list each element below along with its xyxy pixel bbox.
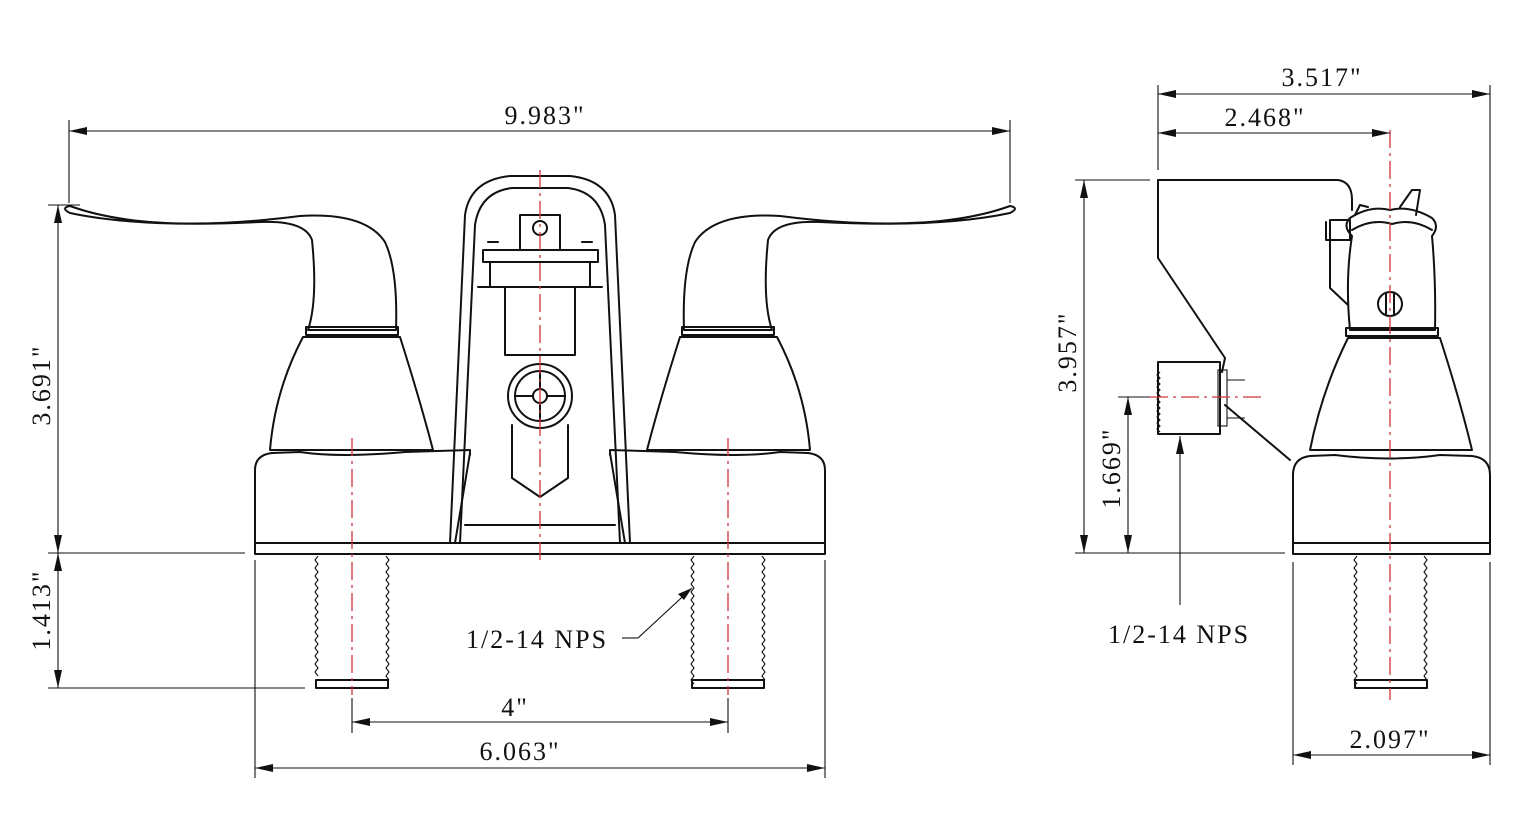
side-base <box>1292 454 1491 555</box>
side-thread-callout: 1/2-14 NPS <box>1108 436 1250 649</box>
side-spout-body <box>1157 179 1353 461</box>
dim-overall-width: 9.983" <box>69 101 1010 135</box>
side-view: 3.517" 2.468" 3.957" 1.669" <box>1053 63 1491 765</box>
side-thread-label: 1/2-14 NPS <box>1108 620 1250 649</box>
front-right-handle <box>646 205 1016 451</box>
dim-outlet-height: 1.669" <box>1097 397 1132 553</box>
dim-label-outlet-height: 1.669" <box>1097 427 1126 508</box>
dim-overall-depth: 3.517" <box>1158 63 1490 98</box>
side-extension-lines <box>1075 85 1491 765</box>
dim-overall-height: 3.957" <box>1053 180 1088 553</box>
front-thread-label: 1/2-14 NPS <box>466 625 608 654</box>
dim-shank-length: 1.413" <box>27 553 62 688</box>
dim-center-spread: 4" <box>352 693 728 726</box>
side-handle <box>1309 189 1473 451</box>
front-thread-callout: 1/2-14 NPS <box>466 587 693 654</box>
dim-label-center-spread: 4" <box>501 693 529 722</box>
dim-label-overall-depth: 3.517" <box>1281 63 1362 92</box>
front-left-handle <box>64 205 434 451</box>
side-aerator-outlet <box>1156 361 1245 435</box>
dim-label-overall-width: 9.983" <box>504 101 585 130</box>
dim-label-height-above-deck: 3.691" <box>27 344 56 425</box>
dim-height-above-deck: 3.691" <box>27 205 62 553</box>
dim-label-base-depth: 2.097" <box>1349 725 1430 754</box>
dim-spout-reach: 2.468" <box>1158 103 1390 137</box>
dim-label-base-length: 6.063" <box>479 737 560 766</box>
dim-label-shank-length: 1.413" <box>27 569 56 650</box>
dim-base-depth: 2.097" <box>1293 725 1490 759</box>
front-view: 9.983" 3.691" 1.413" 4" 6.06 <box>27 101 1016 778</box>
dim-label-overall-height: 3.957" <box>1053 311 1082 392</box>
front-extension-lines <box>48 120 1011 778</box>
dim-label-spout-reach: 2.468" <box>1224 103 1305 132</box>
side-shank <box>1353 555 1428 689</box>
dim-base-length: 6.063" <box>255 737 825 772</box>
